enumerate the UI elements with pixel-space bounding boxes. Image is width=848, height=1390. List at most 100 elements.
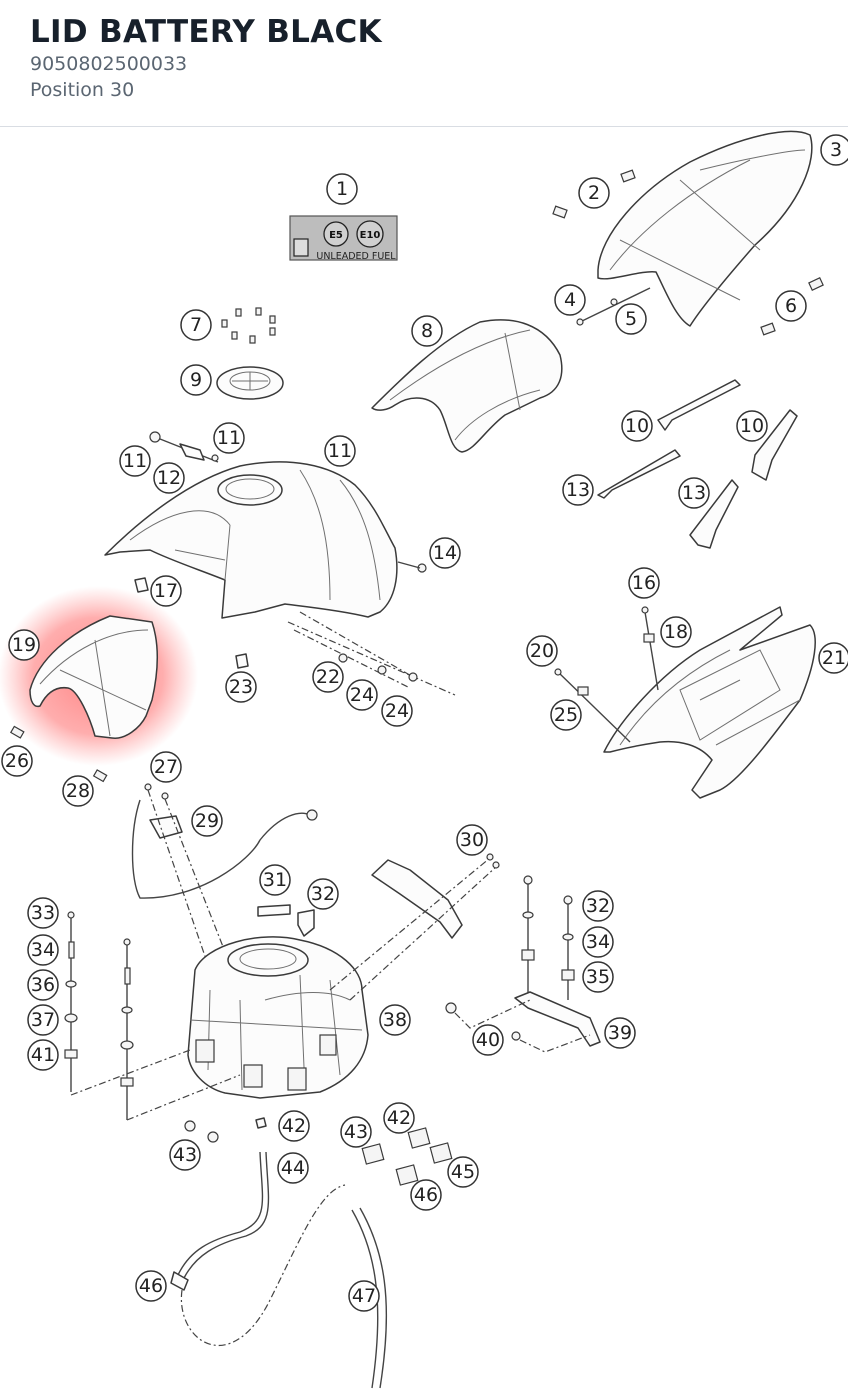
callout: 24 bbox=[346, 679, 378, 711]
callout: 31 bbox=[259, 864, 291, 896]
callout: 46 bbox=[135, 1270, 167, 1302]
callout-label: 12 bbox=[157, 467, 181, 489]
cap-screws bbox=[221, 307, 276, 344]
callout: 35 bbox=[582, 961, 614, 993]
callout-label: 37 bbox=[31, 1009, 55, 1031]
callout: 19 bbox=[8, 629, 40, 661]
label-e10: E10 bbox=[360, 230, 381, 241]
label-unleaded: UNLEADED FUEL bbox=[316, 251, 396, 262]
callout-label: 9 bbox=[190, 369, 202, 391]
trim-strip-41 bbox=[689, 479, 739, 549]
callout: 16 bbox=[628, 567, 660, 599]
callout: 43 bbox=[169, 1139, 201, 1171]
callout: 41 bbox=[27, 1039, 59, 1071]
callout: 32 bbox=[582, 890, 614, 922]
callout-label: 45 bbox=[451, 1161, 475, 1183]
callout: 34 bbox=[27, 934, 59, 966]
callout-label: 33 bbox=[31, 902, 55, 924]
callout: 18 bbox=[660, 616, 692, 648]
trim-strip-35 bbox=[657, 379, 741, 431]
callout: 4 bbox=[554, 284, 586, 316]
callout-label: 35 bbox=[586, 966, 610, 988]
callout-label: 30 bbox=[460, 829, 484, 851]
callout: 14 bbox=[429, 537, 461, 569]
fuel-cap bbox=[216, 366, 284, 400]
callout-label: 38 bbox=[383, 1009, 407, 1031]
callout-label: 43 bbox=[173, 1144, 197, 1166]
callout-label: 42 bbox=[282, 1115, 306, 1137]
battery-lid-part-30 bbox=[29, 615, 159, 739]
callout: 21 bbox=[818, 642, 848, 674]
callout-label: 11 bbox=[328, 440, 352, 462]
callout: 43 bbox=[340, 1116, 372, 1148]
callout: 29 bbox=[191, 805, 223, 837]
callout: 13 bbox=[678, 477, 710, 509]
callout-label: 47 bbox=[352, 1285, 376, 1307]
callout-label: 23 bbox=[229, 676, 253, 698]
callout-label: 34 bbox=[586, 931, 610, 953]
callout-label: 13 bbox=[682, 482, 706, 504]
callout: 25 bbox=[550, 699, 582, 731]
callout-label: 31 bbox=[263, 869, 287, 891]
callout-label: 34 bbox=[31, 939, 55, 961]
callout: 2 bbox=[578, 177, 610, 209]
callout-label: 2 bbox=[588, 182, 600, 204]
callout: 3 bbox=[820, 134, 848, 166]
callout-label: 27 bbox=[154, 756, 178, 778]
callout-label: 7 bbox=[190, 314, 202, 336]
callout-label: 29 bbox=[195, 810, 219, 832]
callout: 8 bbox=[411, 315, 443, 347]
callout-label: 43 bbox=[344, 1121, 368, 1143]
callout-label: 1 bbox=[336, 178, 348, 200]
position-label: Position 30 bbox=[30, 79, 135, 101]
callout-label: 26 bbox=[5, 750, 29, 772]
callout: 42 bbox=[383, 1102, 415, 1134]
callout: 17 bbox=[150, 575, 182, 607]
callout-label: 4 bbox=[564, 289, 576, 311]
fuel-label-plate: E5 E10 UNLEADED FUEL bbox=[289, 215, 398, 262]
exploded-parts-diagram: E5 E10 UNLEADED FUEL bbox=[0, 130, 848, 1389]
callout-label: 11 bbox=[217, 427, 241, 449]
callout-label: 20 bbox=[530, 640, 554, 662]
trim-strip-40 bbox=[597, 449, 681, 499]
callout: 44 bbox=[277, 1152, 309, 1184]
callout: 6 bbox=[775, 290, 807, 322]
callout: 27 bbox=[150, 751, 182, 783]
callout: 28 bbox=[62, 775, 94, 807]
callout-label: 42 bbox=[387, 1107, 411, 1129]
callout-label: 44 bbox=[281, 1157, 305, 1179]
callout-label: 32 bbox=[311, 883, 335, 905]
callout: 10 bbox=[736, 410, 768, 442]
rear-seat bbox=[597, 130, 813, 327]
callout: 37 bbox=[27, 1004, 59, 1036]
part-title: LID BATTERY BLACK bbox=[30, 14, 382, 50]
callout-label: 10 bbox=[625, 415, 649, 437]
callout: 38 bbox=[379, 1004, 411, 1036]
callout: 24 bbox=[381, 695, 413, 727]
callout-label: 18 bbox=[664, 621, 688, 643]
tank-cover bbox=[104, 461, 398, 619]
callout: 34 bbox=[582, 926, 614, 958]
callout: 39 bbox=[604, 1017, 636, 1049]
callout: 32 bbox=[307, 878, 339, 910]
callout: 5 bbox=[615, 303, 647, 335]
callout-label: 19 bbox=[12, 634, 36, 656]
callout-label: 6 bbox=[785, 295, 797, 317]
callout-label: 13 bbox=[566, 479, 590, 501]
callout-label: 16 bbox=[632, 572, 656, 594]
callout-label: 22 bbox=[316, 666, 340, 688]
callout: 10 bbox=[621, 410, 653, 442]
part-number: 9050802500033 bbox=[30, 53, 188, 75]
callout: 30 bbox=[456, 824, 488, 856]
callout: 11 bbox=[324, 435, 356, 467]
callout-label: 10 bbox=[740, 415, 764, 437]
callout-label: 41 bbox=[31, 1044, 55, 1066]
callout-label: 8 bbox=[421, 320, 433, 342]
callout: 42 bbox=[278, 1110, 310, 1142]
callout-label: 17 bbox=[154, 580, 178, 602]
callout-label: 14 bbox=[433, 542, 457, 564]
callout: 1 bbox=[326, 173, 358, 205]
seat-cover bbox=[371, 319, 563, 453]
callout: 46 bbox=[410, 1179, 442, 1211]
part-header: LID BATTERY BLACK 9050802500033 Position… bbox=[0, 0, 848, 127]
